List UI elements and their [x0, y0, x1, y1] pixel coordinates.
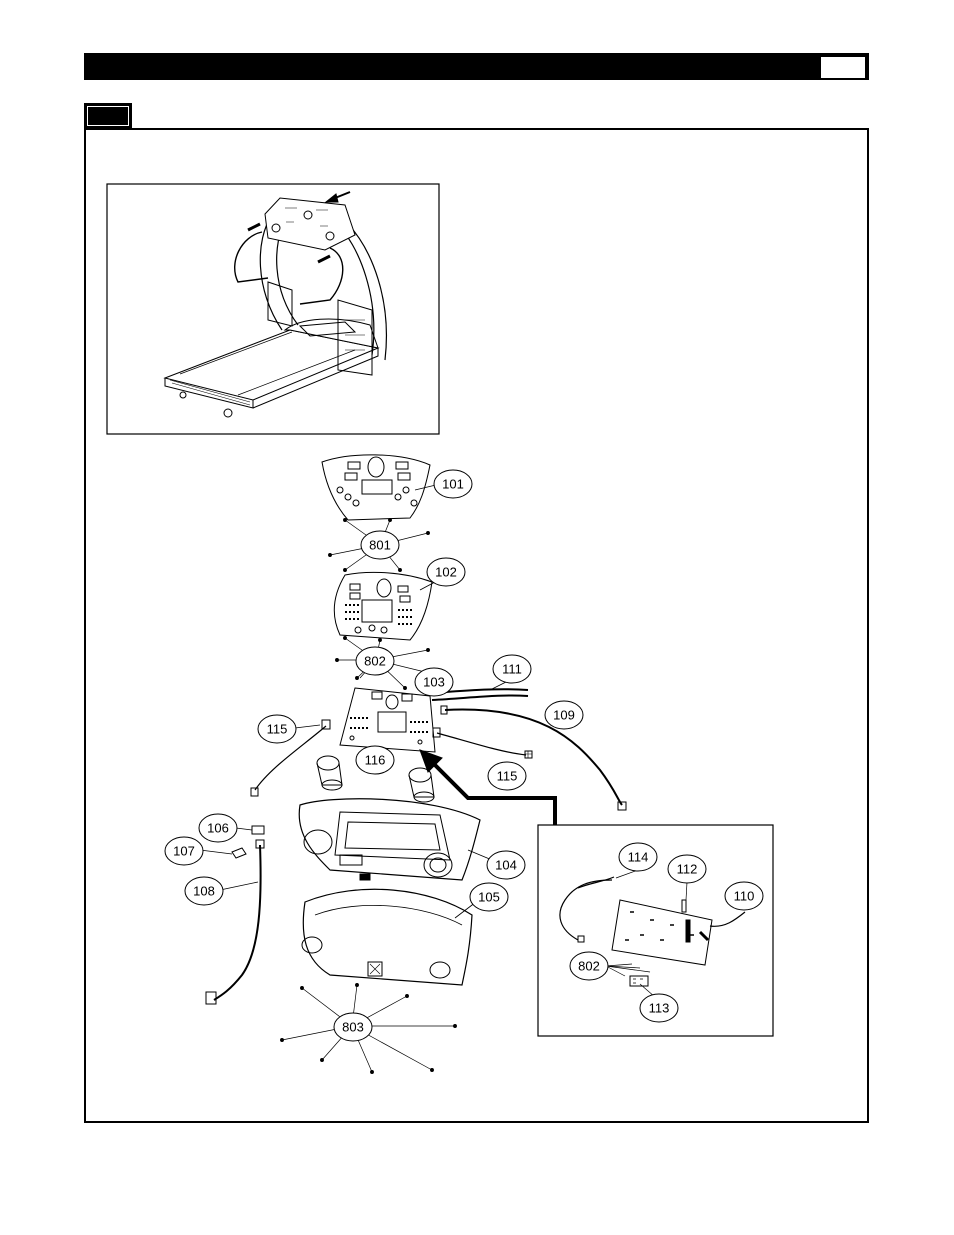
parts-106-107-108 [199, 825, 265, 1005]
callout-label: 801 [369, 538, 391, 553]
treadmill-overview-inset [106, 183, 440, 435]
callout-102: 102 [426, 557, 466, 587]
callout-label: 103 [423, 675, 445, 690]
callout-104: 104 [486, 850, 526, 880]
callout-802-detail: 802 [569, 951, 609, 981]
part-115-connector-left [250, 719, 331, 797]
callout-112: 112 [667, 854, 707, 884]
callout-label: 802 [578, 959, 600, 974]
callout-label: 106 [207, 821, 229, 836]
header-bar [84, 53, 869, 80]
diagram-frame [84, 128, 869, 1123]
callout-label: 116 [365, 753, 386, 768]
callout-115-left: 115 [257, 714, 297, 744]
page-number-box [820, 56, 866, 79]
callout-116: 116 [355, 745, 395, 775]
callout-label: 802 [364, 654, 386, 669]
callout-label: 115 [267, 722, 288, 737]
callout-label: 108 [193, 884, 215, 899]
detail-leader-arrow [419, 749, 557, 825]
callout-803: 803 [333, 1012, 373, 1042]
part-116-cupholders [316, 755, 435, 803]
callout-label: 803 [342, 1020, 364, 1035]
callout-103: 103 [414, 667, 454, 697]
callout-801: 801 [360, 530, 400, 560]
section-tab [84, 103, 132, 129]
callout-label: 107 [173, 844, 195, 859]
part-105-rear-cover [301, 888, 477, 986]
part-104-console-housing [298, 798, 493, 881]
part-101-overlay [321, 454, 441, 521]
callout-label: 113 [649, 1001, 670, 1016]
callout-802: 802 [355, 646, 395, 676]
callout-113: 113 [639, 993, 679, 1023]
part-102-panel [333, 571, 436, 641]
callout-label: 115 [497, 769, 518, 784]
callout-110: 110 [724, 881, 764, 911]
callout-106: 106 [198, 813, 238, 843]
callout-label: 111 [502, 662, 522, 677]
callout-label: 112 [677, 862, 698, 877]
callout-111: 111 [492, 654, 532, 684]
callout-115-right: 115 [487, 761, 527, 791]
callout-105: 105 [469, 882, 509, 912]
callout-label: 109 [553, 708, 575, 723]
part-103-board [339, 687, 436, 753]
callout-108: 108 [184, 876, 224, 906]
callout-107: 107 [164, 836, 204, 866]
callout-label: 114 [628, 850, 649, 865]
part-109-cable [440, 705, 627, 811]
callout-109: 109 [544, 700, 584, 730]
callout-101: 101 [433, 469, 473, 499]
callout-label: 102 [435, 565, 457, 580]
part-115-connector-right [432, 727, 533, 759]
callout-label: 101 [442, 477, 464, 492]
callout-label: 104 [495, 858, 517, 873]
callout-label: 105 [478, 890, 500, 905]
callout-114: 114 [618, 842, 658, 872]
callout-label: 110 [734, 889, 755, 904]
